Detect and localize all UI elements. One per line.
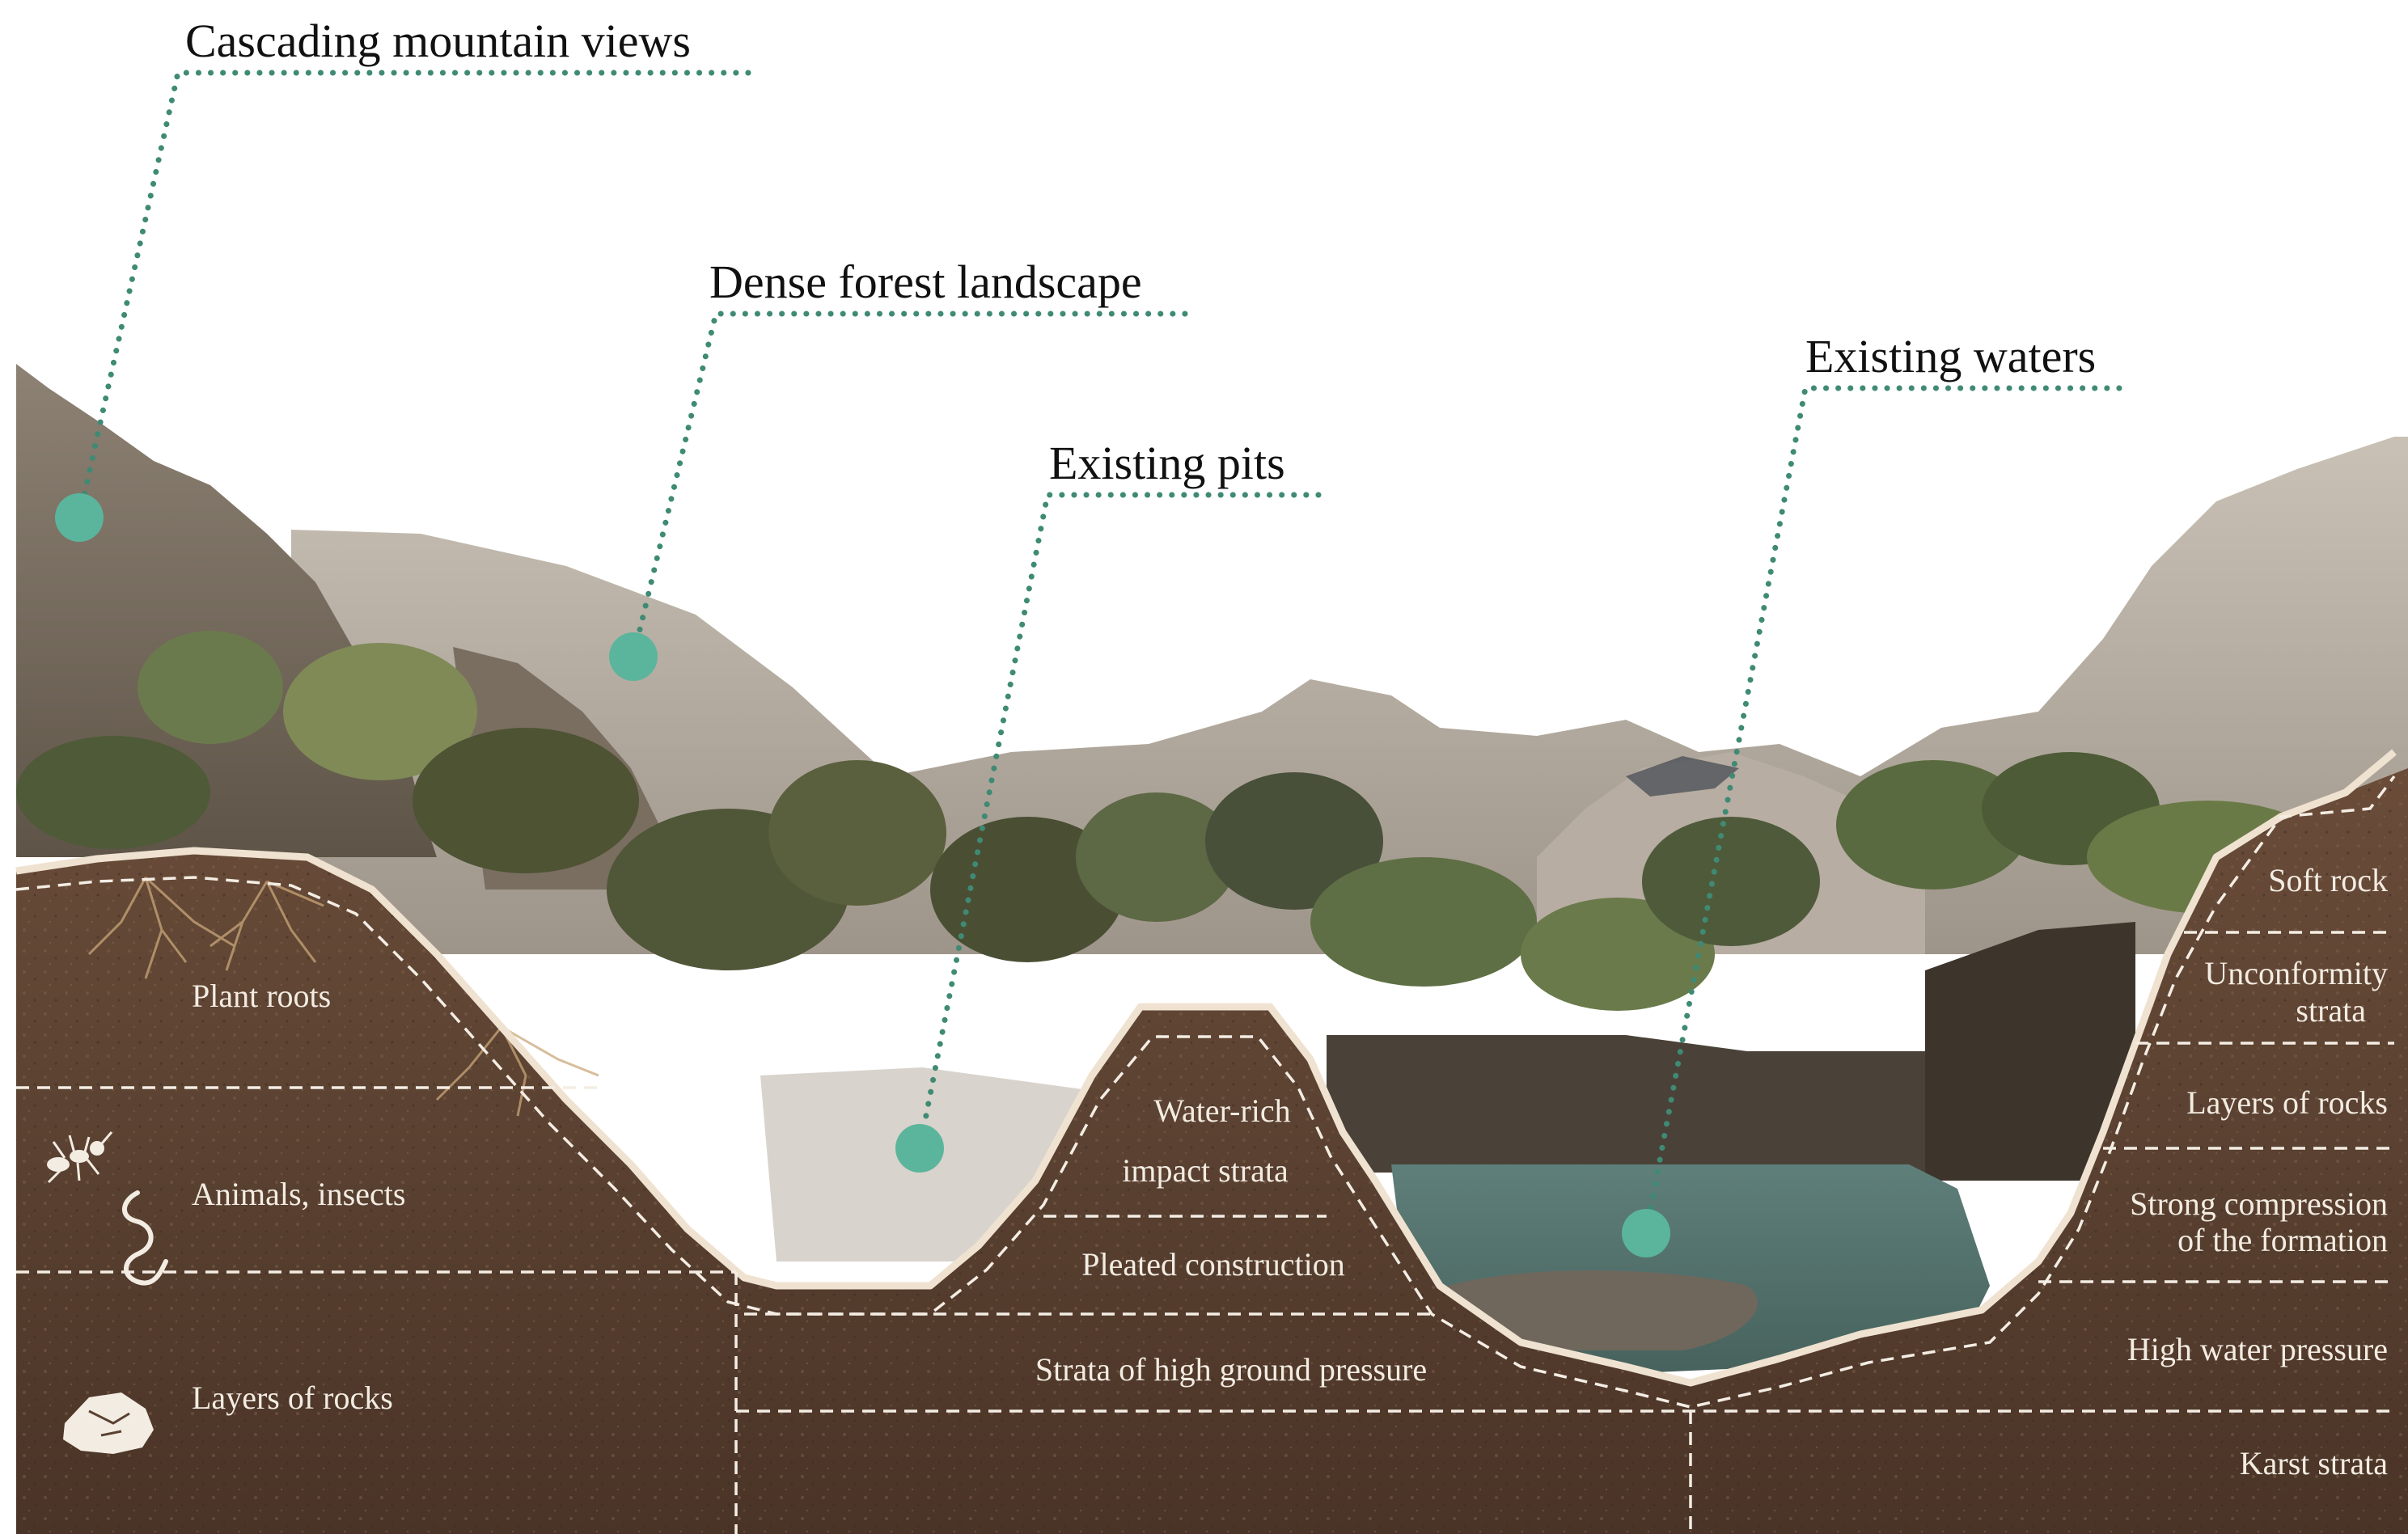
label-pleated-construction: Pleated construction xyxy=(1081,1246,1344,1283)
marker-waters xyxy=(1622,1209,1670,1257)
label-karst-strata: Karst strata xyxy=(2240,1445,2389,1481)
label-plant-roots: Plant roots xyxy=(192,978,331,1014)
plant-roots xyxy=(87,876,599,1117)
tree-canopy xyxy=(16,631,2330,1011)
callout-waters: Existing waters xyxy=(1805,330,2096,382)
label-animals-insects: Animals, insects xyxy=(192,1176,405,1212)
label-high-water-pressure: High water pressure xyxy=(2127,1331,2388,1367)
soil-section xyxy=(16,768,2408,1534)
label-soft-rock: Soft rock xyxy=(2268,862,2388,898)
strata-dashed-lines xyxy=(15,775,2396,1534)
label-water-rich-line2: impact strata xyxy=(1122,1152,1289,1189)
label-high-ground-pressure: Strata of high ground pressure xyxy=(1035,1351,1427,1388)
water-shoal xyxy=(1448,1270,1758,1350)
callout-pits: Existing pits xyxy=(1049,437,1285,489)
ant-icon xyxy=(47,1131,113,1184)
callout-leaders xyxy=(76,70,2122,1236)
leader-forest xyxy=(630,311,1188,660)
label-water-rich-line1: Water-rich xyxy=(1153,1092,1290,1129)
worm-icon xyxy=(122,1190,168,1286)
label-compression-line2: of the formation xyxy=(2177,1222,2388,1258)
label-compression-line1: Strong compression xyxy=(2130,1185,2388,1222)
marker-forest xyxy=(609,632,658,681)
label-unconformity-line1: Unconformity xyxy=(2204,955,2388,991)
marker-mountain-views xyxy=(55,493,104,542)
callout-markers xyxy=(55,493,1670,1257)
label-unconformity-line2: strata xyxy=(2296,992,2366,1029)
label-left-layers-of-rocks: Layers of rocks xyxy=(192,1380,393,1416)
label-right-layers-of-rocks: Layers of rocks xyxy=(2186,1084,2388,1121)
leader-pits xyxy=(916,492,1322,1152)
marker-pits xyxy=(895,1124,944,1173)
callout-forest: Dense forest landscape xyxy=(709,256,1142,308)
ground-surface-line xyxy=(15,749,2397,1387)
rock-icon xyxy=(63,1392,154,1454)
callout-mountain-views: Cascading mountain views xyxy=(185,15,691,67)
